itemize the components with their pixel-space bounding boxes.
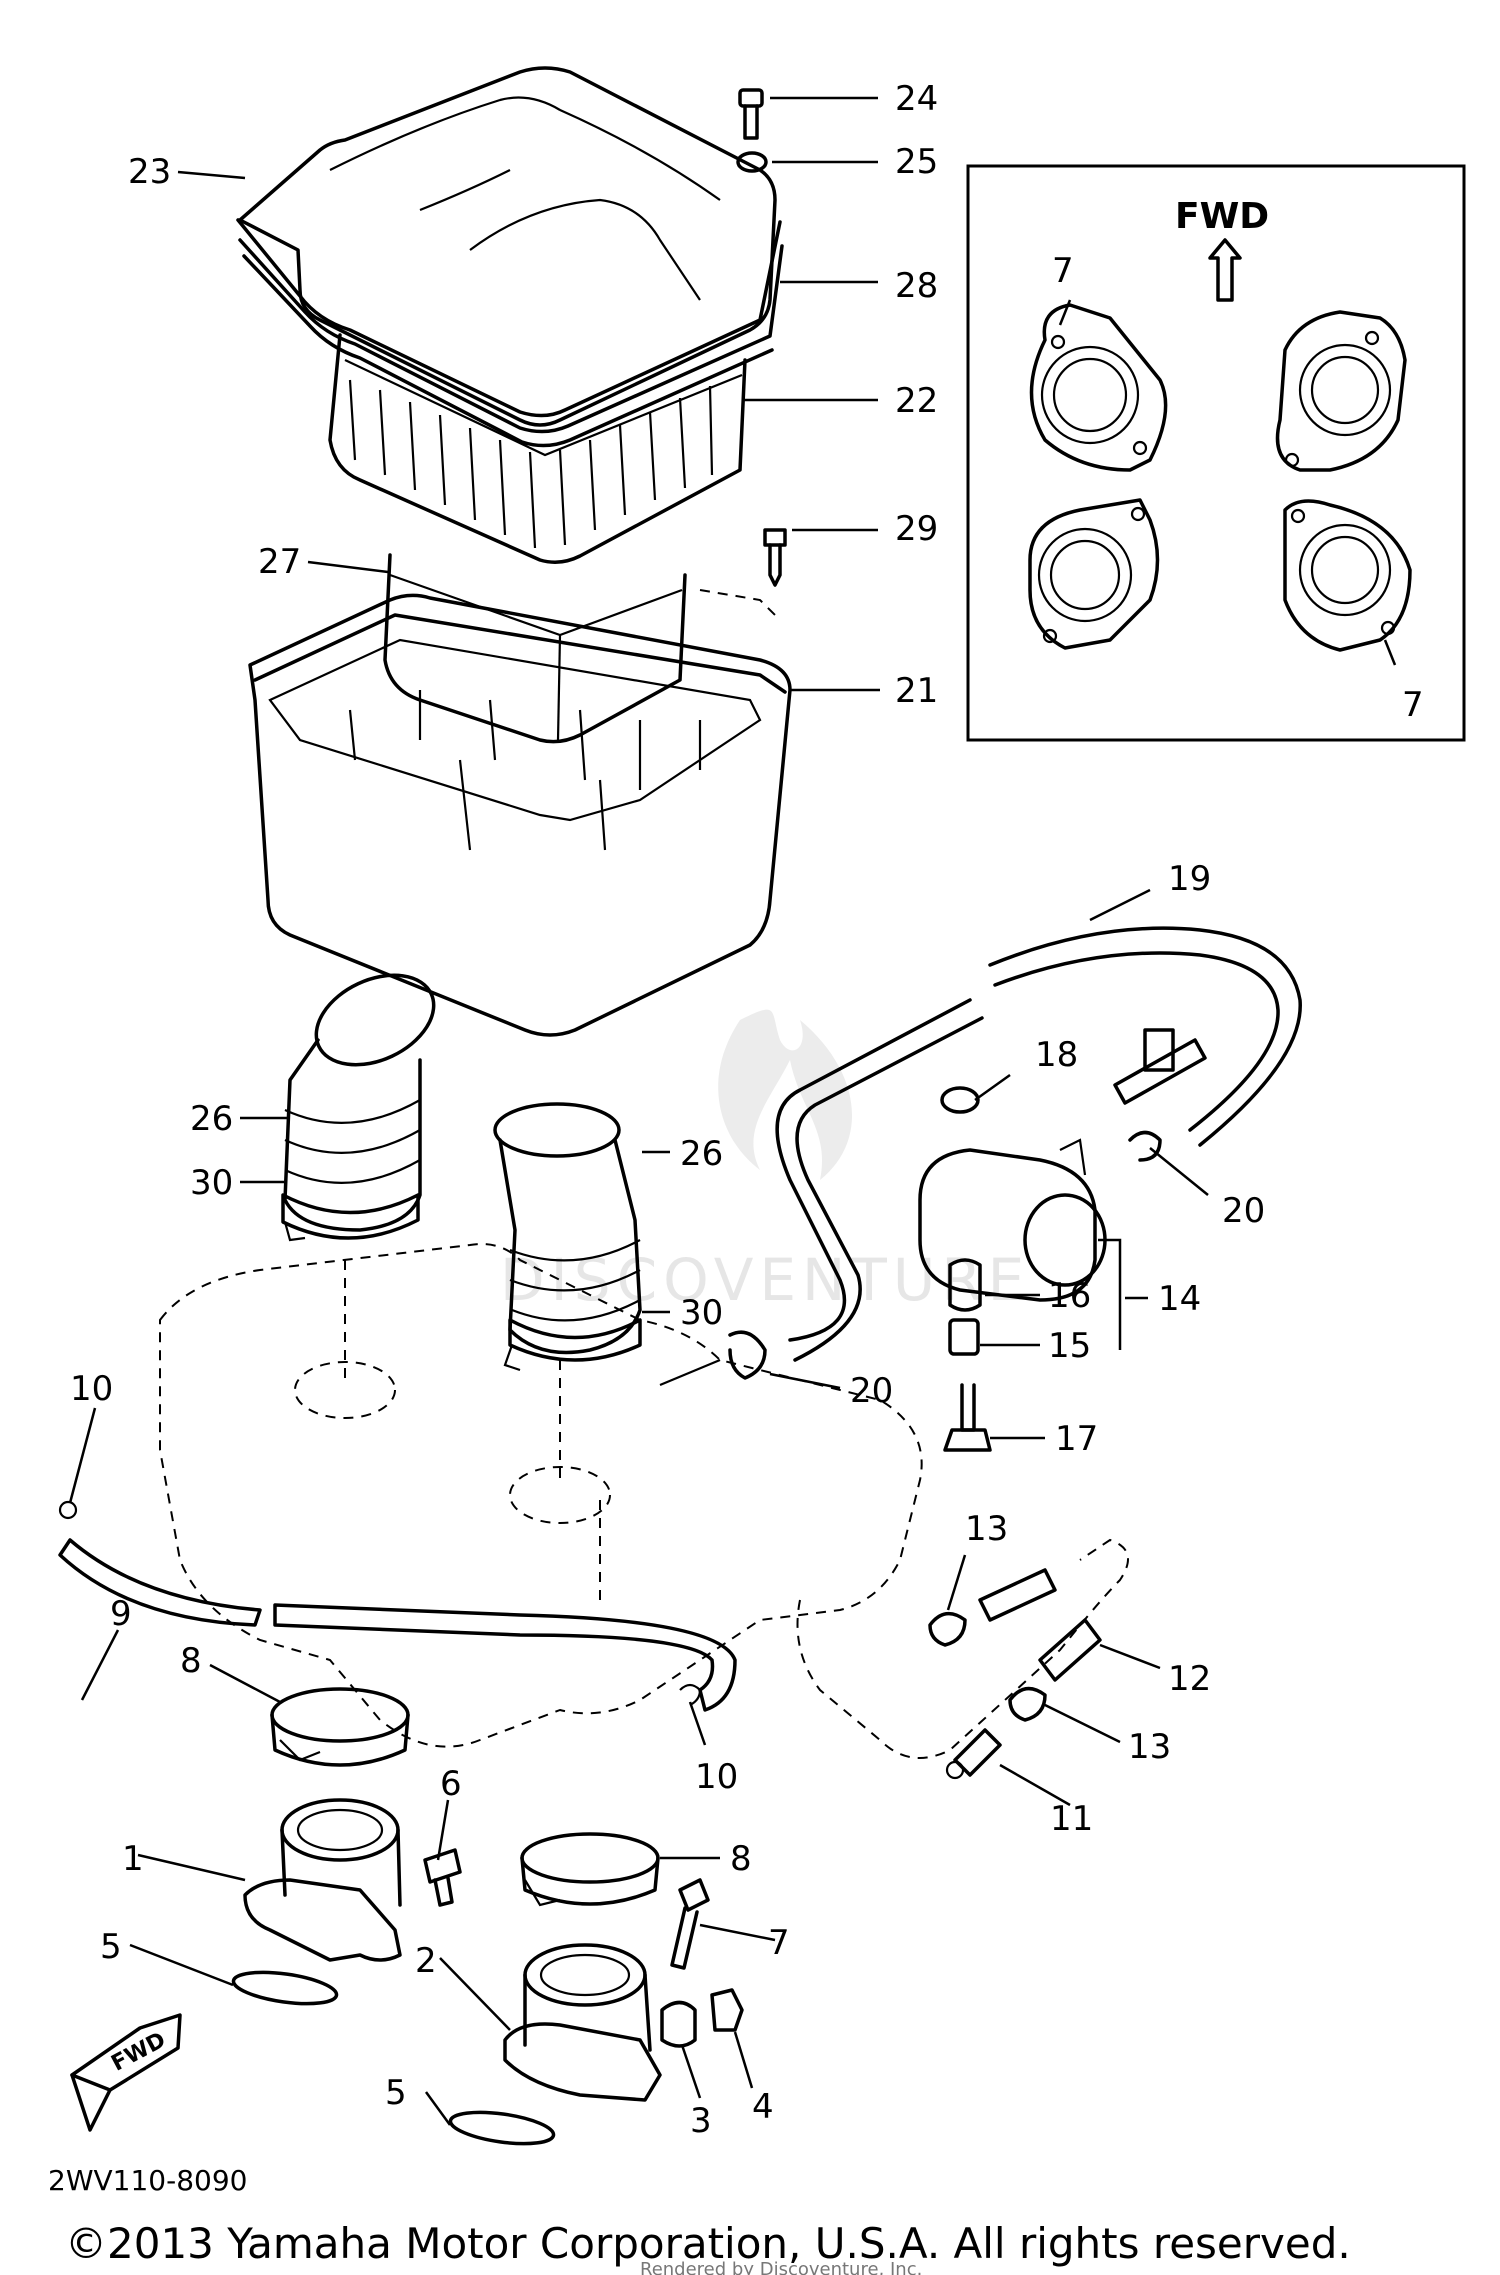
callout-labels: 23 24 25 28 22 29 27 21 7 7 19 18 20 26 … bbox=[70, 79, 1424, 2141]
bolt-24 bbox=[738, 88, 764, 140]
fwd-badge: FWD bbox=[70, 2013, 182, 2132]
fitting-11 bbox=[945, 1728, 1002, 1780]
o-ring-5-lower bbox=[448, 2110, 556, 2146]
inset-joint-bottom-right bbox=[1283, 499, 1412, 652]
clip-13-lower bbox=[1008, 1686, 1047, 1722]
callout-18: 18 bbox=[1035, 1035, 1078, 1075]
callout-8-upper: 8 bbox=[180, 1641, 202, 1681]
grommet-18 bbox=[940, 1086, 980, 1114]
bolt-17 bbox=[943, 1383, 992, 1452]
callout-4: 4 bbox=[752, 2087, 774, 2127]
callout-20-upper: 20 bbox=[1222, 1191, 1265, 1231]
callout-30-right: 30 bbox=[680, 1293, 723, 1333]
inset-joint-top-left bbox=[1029, 303, 1168, 472]
callout-6: 6 bbox=[440, 1764, 462, 1804]
callout-22: 22 bbox=[895, 381, 938, 421]
callout-9: 9 bbox=[110, 1594, 132, 1634]
collar-3 bbox=[660, 2000, 697, 2048]
band-right bbox=[503, 1318, 642, 1372]
callout-25: 25 bbox=[895, 142, 938, 182]
clip-10-lower bbox=[679, 1683, 702, 1706]
clip-10-upper bbox=[58, 1500, 78, 1520]
callout-29: 29 bbox=[895, 509, 938, 549]
callout-30-left: 30 bbox=[190, 1163, 233, 1203]
callout-11: 11 bbox=[1050, 1799, 1093, 1839]
callout-7-inset-top: 7 bbox=[1052, 251, 1074, 291]
callout-7-lower: 7 bbox=[768, 1923, 790, 1963]
callout-19: 19 bbox=[1168, 859, 1211, 899]
band-8-upper bbox=[270, 1687, 410, 1767]
bolt-7 bbox=[670, 1878, 710, 1970]
callout-13-upper: 13 bbox=[965, 1509, 1008, 1549]
fwd-inset-panel: FWD bbox=[966, 164, 1466, 742]
fwd-badge-label: FWD bbox=[107, 2028, 170, 2077]
callout-28: 28 bbox=[895, 266, 938, 306]
nut-4 bbox=[710, 1988, 744, 2032]
callout-16: 16 bbox=[1048, 1276, 1091, 1316]
diagram-code: 2WV110-8090 bbox=[48, 2164, 247, 2197]
clip-20-lower bbox=[659, 1330, 767, 1387]
callout-23: 23 bbox=[128, 152, 171, 192]
filter-adapter bbox=[383, 553, 687, 744]
callout-15: 15 bbox=[1048, 1326, 1091, 1366]
watermark-logo bbox=[718, 1009, 853, 1180]
callout-2: 2 bbox=[415, 1941, 437, 1981]
clip-20-upper bbox=[1128, 1130, 1162, 1162]
callout-20-lower: 20 bbox=[850, 1371, 893, 1411]
air-filter-element bbox=[328, 333, 747, 564]
callout-8-lower: 8 bbox=[730, 1839, 752, 1879]
callout-10-lower: 10 bbox=[695, 1757, 738, 1797]
inset-fwd-label: FWD bbox=[1175, 196, 1269, 237]
callout-12: 12 bbox=[1168, 1659, 1211, 1699]
o-ring-5-upper bbox=[231, 1970, 339, 2006]
leader-lines bbox=[68, 96, 1397, 2126]
carburetor-joint-2 bbox=[503, 1943, 662, 2102]
carburetor-outline bbox=[159, 1243, 1129, 1759]
air-box-cover bbox=[236, 66, 784, 448]
bolt-6 bbox=[423, 1848, 462, 1907]
carburetor-joint-1 bbox=[243, 1798, 402, 1962]
callout-26-right: 26 bbox=[680, 1134, 723, 1174]
callout-1: 1 bbox=[122, 1839, 144, 1879]
hose-19 bbox=[775, 926, 1302, 1362]
air-box-case bbox=[248, 589, 792, 1037]
grommet-16 bbox=[948, 1258, 982, 1312]
band-left bbox=[281, 1193, 420, 1242]
callout-27: 27 bbox=[258, 542, 301, 582]
watermark-credit: Rendered by Discoventure, Inc. bbox=[640, 2259, 922, 2275]
inset-fwd-arrow-icon bbox=[1208, 238, 1242, 302]
washer-25 bbox=[736, 151, 768, 173]
callout-5-lower: 5 bbox=[385, 2073, 407, 2113]
callout-24: 24 bbox=[895, 79, 938, 119]
collar-15 bbox=[948, 1318, 980, 1356]
air-joint-left bbox=[283, 973, 436, 1232]
callout-13-lower: 13 bbox=[1128, 1727, 1171, 1767]
hose-9 bbox=[58, 1538, 737, 1712]
callout-5-upper: 5 bbox=[100, 1927, 122, 1967]
callout-7-inset-bottom: 7 bbox=[1402, 685, 1424, 725]
callout-3: 3 bbox=[690, 2101, 712, 2141]
callout-10-upper: 10 bbox=[70, 1369, 113, 1409]
band-8-lower bbox=[520, 1832, 660, 1907]
air-joint-right bbox=[493, 1102, 642, 1355]
callout-17: 17 bbox=[1055, 1419, 1098, 1459]
solenoid-valve-14 bbox=[918, 1028, 1207, 1302]
inset-joint-top-right bbox=[1275, 310, 1407, 472]
screw-29 bbox=[763, 528, 787, 587]
copyright-text: ©2013 Yamaha Motor Corporation, U.S.A. A… bbox=[65, 2219, 1351, 2268]
callout-21: 21 bbox=[895, 671, 938, 711]
callout-14: 14 bbox=[1158, 1279, 1201, 1319]
hose-12-upper bbox=[978, 1568, 1057, 1622]
inset-joint-bottom-left bbox=[1028, 498, 1160, 650]
clip-13-upper bbox=[928, 1611, 967, 1647]
hose-12-lower bbox=[1038, 1618, 1102, 1682]
callout-26-left: 26 bbox=[190, 1099, 233, 1139]
